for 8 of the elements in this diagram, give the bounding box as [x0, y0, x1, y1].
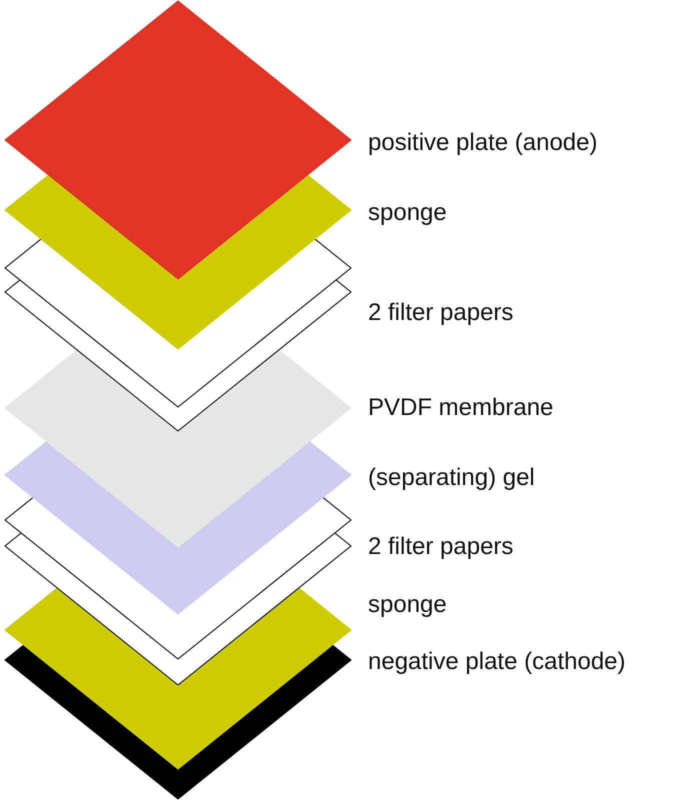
layer-label: positive plate (anode) [368, 130, 598, 156]
layer-label: sponge [368, 200, 447, 226]
layer-label: (separating) gel [368, 464, 535, 492]
layer-label: sponge [368, 592, 447, 618]
layer-label: 2 filter papers [368, 300, 514, 326]
layer-label: PVDF membrane [368, 394, 554, 422]
layer-label: negative plate (cathode) [368, 648, 626, 676]
layer-label: 2 filter papers [368, 534, 514, 560]
